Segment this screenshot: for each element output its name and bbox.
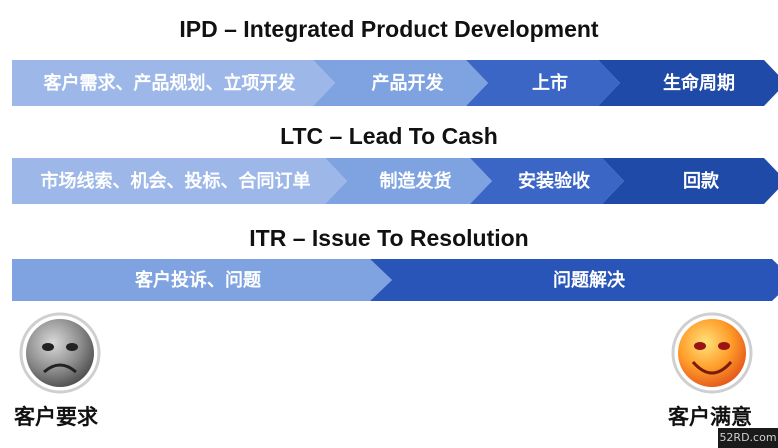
row0-stage-2-label: 上市 — [532, 72, 568, 94]
row2-stage-0-label: 客户投诉、问题 — [135, 269, 262, 291]
happy-face-icon — [671, 312, 753, 394]
row1-stage-2-arrow — [470, 158, 624, 204]
row1-stage-2-label: 安装验收 — [518, 170, 590, 192]
row2-stage-0-arrow — [12, 259, 392, 301]
row2-stage-1-arrow — [370, 259, 778, 301]
ipd-title: IPD – Integrated Product Development — [179, 16, 599, 42]
row1-stage-3-label: 回款 — [683, 170, 720, 192]
row0-stage-0-arrow — [12, 60, 335, 106]
sad-face-icon — [19, 312, 101, 394]
customer-satisfaction-label: 客户满意 — [668, 405, 752, 429]
row1-stage-0-label: 市场线索、机会、投标、合同订单 — [41, 170, 311, 192]
itr-title: ITR – Issue To Resolution — [249, 225, 529, 251]
row0-stage-2-arrow — [466, 60, 620, 106]
row0-stage-3-label: 生命周期 — [663, 72, 735, 94]
row0-stage-1-arrow — [313, 60, 488, 106]
row1-stage-3-arrow — [602, 158, 778, 204]
watermark: 52RD.com — [718, 428, 778, 448]
customer-requirement-label: 客户要求 — [14, 405, 98, 429]
row1-stage-0-arrow — [12, 158, 347, 204]
row2-stage-1-label: 问题解决 — [553, 269, 626, 291]
row0-stage-0-label: 客户需求、产品规划、立项开发 — [44, 72, 297, 94]
row1-stage-1-label: 制造发货 — [380, 170, 452, 192]
row0-stage-3-arrow — [598, 60, 778, 106]
ltc-title: LTC – Lead To Cash — [280, 123, 498, 149]
row1-stage-1-arrow — [325, 158, 492, 204]
row0-stage-1-label: 产品开发 — [372, 72, 445, 94]
